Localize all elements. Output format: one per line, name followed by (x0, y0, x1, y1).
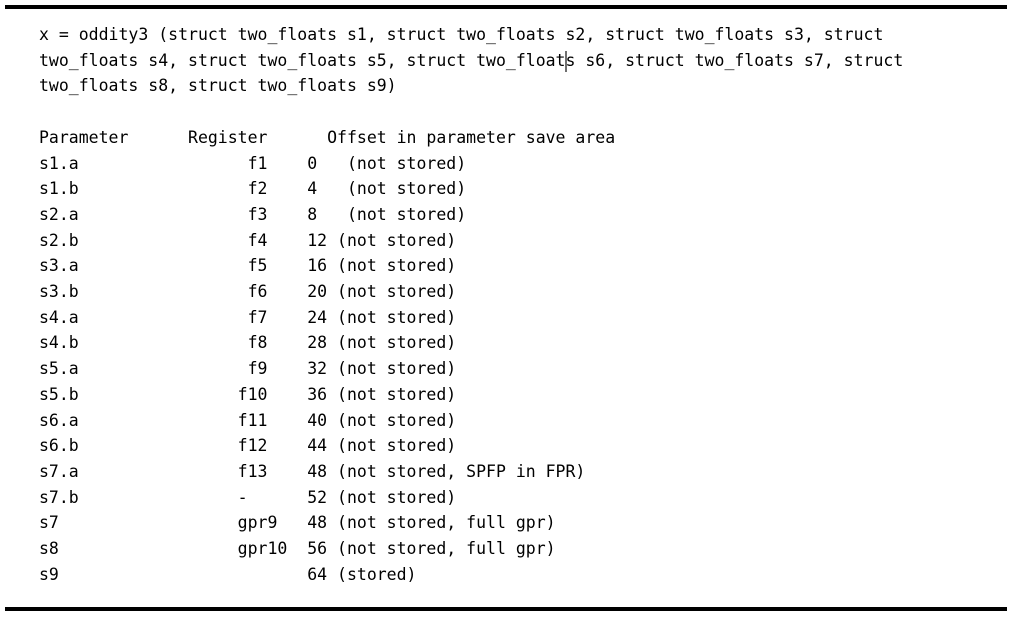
table-row: s8 gpr10 56 (not stored, full gpr) (39, 539, 556, 559)
table-row: s5.b f10 36 (not stored) (39, 384, 457, 404)
table-row: s7 gpr9 48 (not stored, full gpr) (39, 513, 556, 533)
table-row: s4.b f8 28 (not stored) (39, 333, 457, 353)
table-row: s4.a f7 24 (not stored) (39, 307, 457, 327)
table-row: s5.a f9 32 (not stored) (39, 359, 457, 379)
signature-line-3: two_floats s8, struct two_floats s9) (39, 76, 397, 96)
table-row: s7.b - 52 (not stored) (39, 487, 457, 507)
listing-text[interactable]: x = oddity3 (struct two_floats s1, struc… (39, 22, 1018, 587)
table-row: s6.b f12 44 (not stored) (39, 436, 457, 456)
signature-line-1: x = oddity3 (struct two_floats s1, struc… (39, 25, 884, 44)
table-row: s2.a f3 8 (not stored) (39, 204, 467, 224)
table-header-row: Parameter Register Offset in parameter s… (39, 127, 616, 147)
figure-top-rule (5, 5, 1007, 9)
table-row: s1.a f1 0 (not stored) (39, 153, 467, 173)
figure-bottom-rule (5, 607, 1007, 611)
signature-line-2: two_floats s4, struct two_floats s5, str… (39, 48, 1018, 74)
table-row: s6.a f11 40 (not stored) (39, 410, 457, 430)
table-row: s3.a f5 16 (not stored) (39, 256, 457, 276)
table-row: s1.b f2 4 (not stored) (39, 179, 467, 199)
listing-body: x = oddity3 (struct two_floats s1, struc… (0, 9, 1018, 607)
table-row: s7.a f13 48 (not stored, SPFP in FPR) (39, 461, 586, 481)
table-row: s3.b f6 20 (not stored) (39, 282, 457, 302)
signature-line-2-before-caret: two_floats s4, struct two_floats s5, str… (39, 50, 566, 70)
signature-line-2-after-caret: s s6, struct two_floats s7, struct (565, 50, 904, 70)
table-row: s9 64 (stored) (39, 564, 417, 584)
table-row: s2.b f4 12 (not stored) (39, 230, 457, 250)
blank-separator-line (39, 99, 1018, 125)
